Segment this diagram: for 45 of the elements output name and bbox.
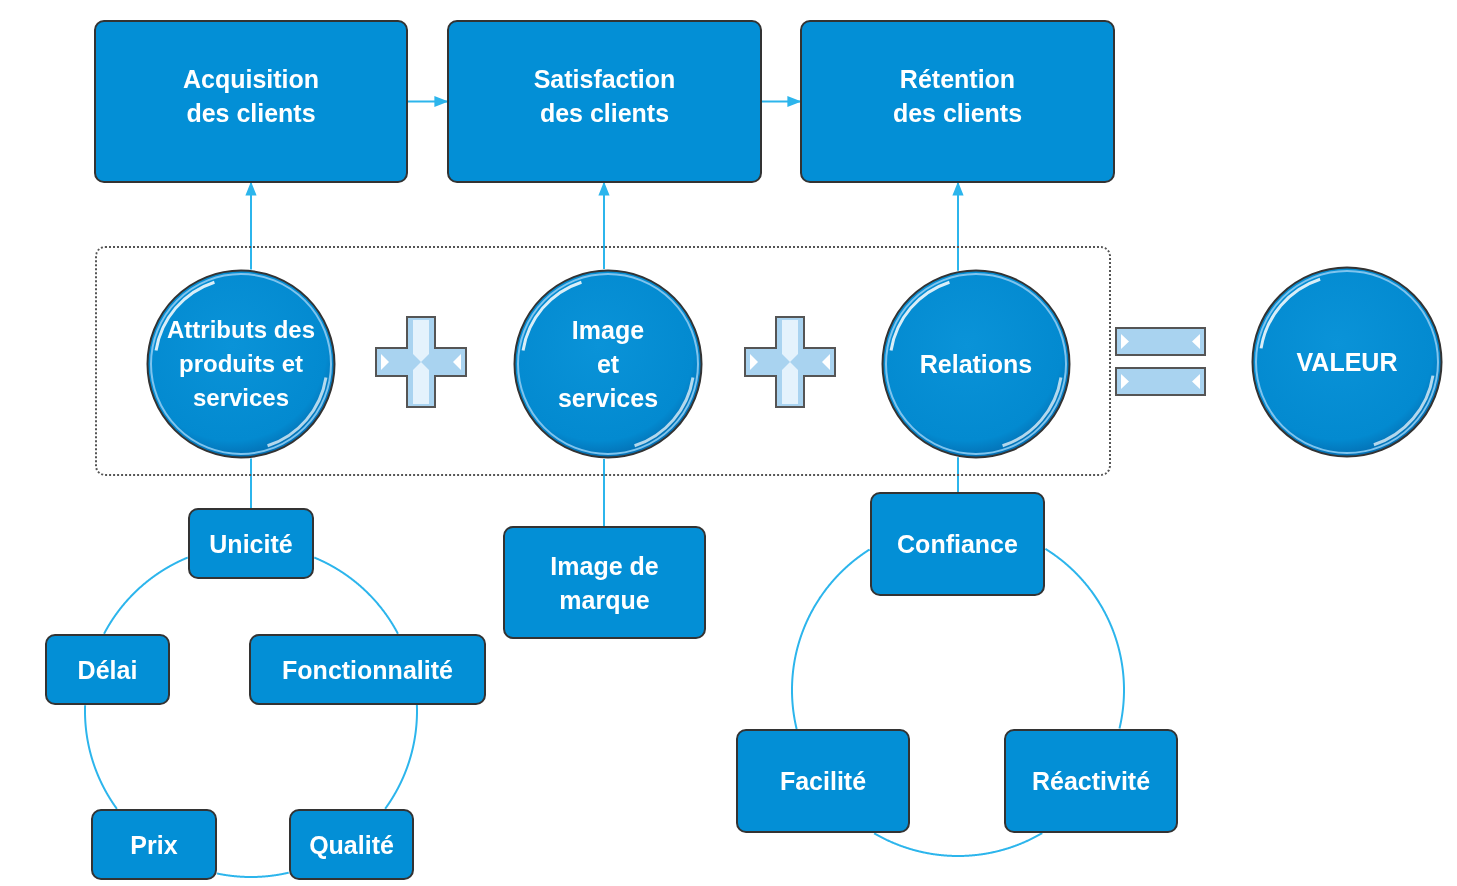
circle-label: Image et services [557, 315, 659, 414]
process-box [289, 809, 414, 880]
connector-line [313, 556, 399, 635]
box-label: Délai [77, 654, 138, 686]
box-label: Satisfaction des clients [532, 64, 677, 129]
process-box [447, 20, 762, 183]
arrow [407, 95, 449, 108]
circle-label: Attributs des produits et services [167, 315, 315, 413]
connector-line [791, 548, 871, 730]
circle-label: VALEUR [1295, 347, 1399, 378]
connector-line [216, 871, 290, 878]
dashed-group-frame [95, 246, 1111, 476]
arrow [245, 181, 257, 271]
box-label: Confiance [897, 529, 1018, 560]
process-box [800, 20, 1115, 183]
box-label: Prix [130, 829, 178, 861]
connector-line [384, 704, 418, 810]
arrow [952, 181, 964, 272]
box-label: Qualité [309, 829, 394, 861]
connector-line [957, 456, 959, 493]
process-box [94, 20, 408, 183]
arrow [761, 95, 802, 108]
connector-line [84, 704, 118, 810]
process-box [91, 809, 217, 880]
process-box [249, 634, 486, 705]
process-box [45, 634, 170, 705]
connector-line [873, 832, 1044, 857]
box-label: Fonctionnalité [282, 654, 453, 686]
process-box [503, 526, 706, 639]
box-label: Réactivité [1031, 766, 1151, 797]
connector-line [603, 457, 605, 527]
process-box [870, 492, 1045, 596]
box-label: Acquisition des clients [181, 64, 321, 129]
arrow [598, 181, 610, 271]
process-box [736, 729, 910, 833]
box-label: Rétention des clients [891, 64, 1024, 129]
box-label: Facilité [779, 766, 867, 797]
box-label: Image de marque [549, 550, 660, 616]
process-box [188, 508, 314, 579]
circle-label: Relations [918, 349, 1034, 380]
connector-line [250, 457, 252, 509]
box-label: Unicité [209, 528, 293, 560]
connector-line [103, 556, 189, 635]
connector-line [1044, 547, 1125, 730]
process-box [1004, 729, 1178, 833]
